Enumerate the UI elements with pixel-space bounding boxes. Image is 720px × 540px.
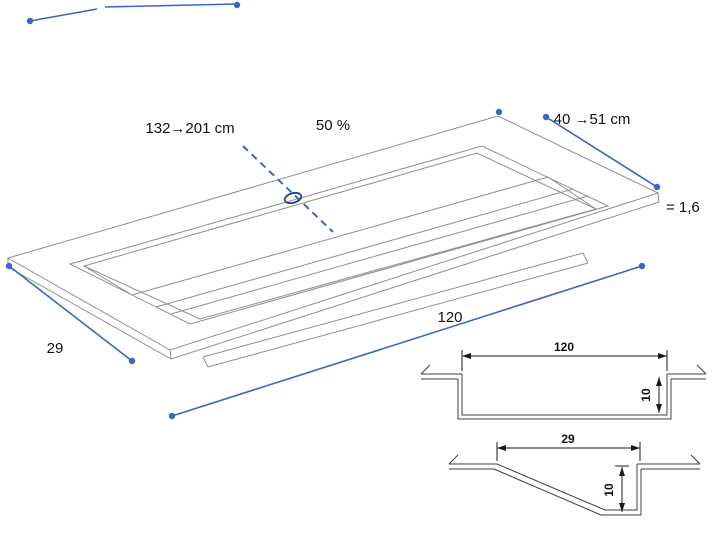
drain-hole-ellipse: [283, 191, 303, 205]
section1-channel-inner: [461, 374, 668, 416]
dimension-dot: [638, 262, 646, 270]
section2-channel-inner: [605, 464, 638, 511]
label-width-range: 40 →51 cm: [554, 111, 631, 128]
section2-sloped-bottom: [493, 463, 606, 516]
dimension-dot: [26, 17, 34, 25]
width-dimension-line: [545, 116, 658, 188]
section2-break-marks: [448, 454, 701, 465]
label-slope-percent: 50 %: [316, 117, 350, 134]
section2-depth-label: 10: [602, 483, 616, 497]
top-left-dimension-segment-1: [29, 8, 98, 22]
length-dimension-line: [171, 265, 643, 417]
label-length-range: 132→201 cm: [145, 120, 234, 137]
section1-width-label: 120: [554, 340, 574, 354]
section-transverse-outline: [448, 454, 701, 516]
section-longitudinal-outline: [420, 364, 707, 420]
section1-depth-label: 10: [639, 388, 653, 402]
dimension-dot: [5, 262, 13, 270]
blue-dimension-lines: [8, 3, 658, 417]
countertop-outer-face: [6, 115, 660, 351]
label-overall-width: 29: [47, 340, 64, 357]
section1-channel-outer: [457, 379, 672, 420]
left-width-dimension-line: [8, 265, 133, 362]
section-longitudinal-dimensions: [461, 350, 668, 413]
dimension-dot: [653, 183, 661, 191]
dimension-dot: [128, 357, 136, 365]
dimension-endpoint-dots: [5, 1, 661, 420]
drain-axis-dashed-line: [242, 145, 334, 233]
top-left-dimension-segment-2: [104, 3, 238, 8]
label-overall-length: 120: [437, 309, 462, 326]
dimension-dot: [233, 1, 241, 9]
dimension-dot: [542, 113, 550, 121]
dimension-dot: [168, 412, 176, 420]
basin-perspective-drawing: [6, 115, 660, 368]
section-transverse-dimensions: [496, 442, 641, 512]
dimension-dot: [495, 108, 503, 116]
basin-bottom-slope-lines: [83, 176, 597, 315]
label-ratio: = 1,6: [666, 199, 700, 216]
section2-channel-outer: [601, 469, 642, 516]
base-plinth: [202, 252, 589, 368]
section2-width-label: 29: [561, 432, 575, 446]
basin-opening-outer-rim: [68, 145, 610, 325]
section1-break-marks: [420, 364, 707, 375]
